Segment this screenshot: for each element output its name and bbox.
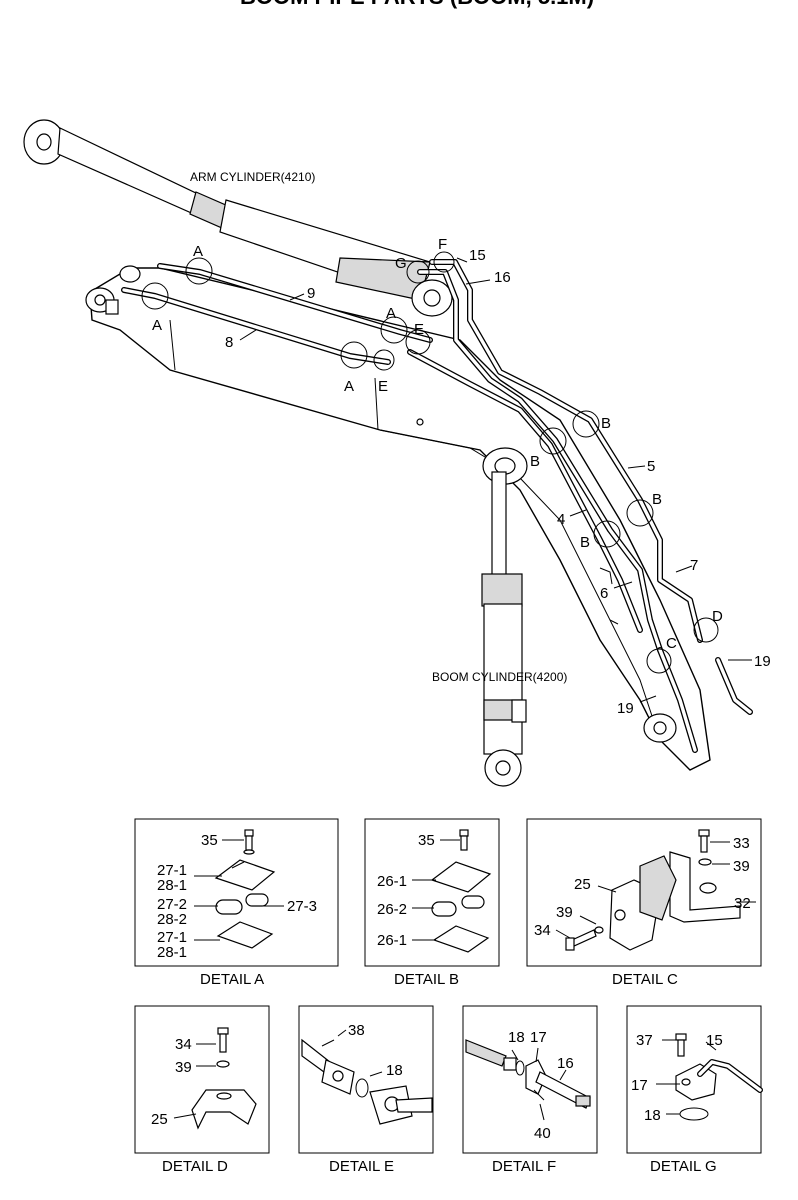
detail-d-label-39: 39 (175, 1059, 192, 1076)
callout-f: F (438, 236, 447, 253)
detail-a-label-27-1-top: 27-1 (157, 862, 187, 879)
part-number-5: 5 (647, 458, 655, 475)
detail-f-caption: DETAIL F (492, 1158, 556, 1175)
detail-b-label-26-1-bottom: 26-1 (377, 932, 407, 949)
detail-b-label-35: 35 (418, 832, 435, 849)
leader-lines (239, 257, 752, 703)
detail-c-label-25: 25 (574, 876, 591, 893)
detail-f-label-40: 40 (534, 1125, 551, 1142)
detail-d-caption: DETAIL D (162, 1158, 228, 1175)
detail-d-label-34: 34 (175, 1036, 192, 1053)
detail-c (526, 818, 762, 967)
detail-g-label-15: 15 (706, 1032, 723, 1049)
detail-c-caption: DETAIL C (612, 971, 678, 988)
detail-f-label-17: 17 (530, 1029, 547, 1046)
detail-f (462, 1005, 598, 1154)
part-number-15: 15 (469, 247, 486, 264)
detail-f-label-18: 18 (508, 1029, 525, 1046)
part-number-7: 7 (690, 557, 698, 574)
detail-a-label-27-2: 27-2 (157, 896, 187, 913)
callout-d: D (712, 608, 723, 625)
detail-a-caption: DETAIL A (200, 971, 264, 988)
detail-c-label-39-top: 39 (733, 858, 750, 875)
part-number-19-right: 19 (754, 653, 771, 670)
detail-g-label-37: 37 (636, 1032, 653, 1049)
detail-g (626, 1005, 763, 1154)
boom-cylinder (481, 471, 527, 787)
detail-c-label-34: 34 (534, 922, 551, 939)
detail-a-label-28-2: 28-2 (157, 911, 187, 928)
detail-a (134, 818, 339, 967)
callout-b-1: B (530, 453, 540, 470)
part-number-6: 6 (600, 585, 608, 602)
callout-c: C (666, 635, 677, 652)
detail-a-label-27-1-bottom: 27-1 (157, 929, 187, 946)
detail-a-label-27-3: 27-3 (287, 898, 317, 915)
callout-circles (141, 251, 719, 674)
callout-a-2: A (152, 317, 162, 334)
detail-c-label-32: 32 (734, 895, 751, 912)
detail-b-label-26-2: 26-2 (377, 901, 407, 918)
detail-b (364, 818, 500, 967)
part-number-19-left: 19 (617, 700, 634, 717)
detail-g-label-17: 17 (631, 1077, 648, 1094)
detail-d (134, 1005, 270, 1154)
callout-b-3: B (652, 491, 662, 508)
arm-cylinder-label: ARM CYLINDER(4210) (190, 170, 315, 184)
boom-cylinder-label: BOOM CYLINDER(4200) (432, 670, 567, 684)
callout-e-2: E (378, 378, 388, 395)
arm-cylinder (23, 119, 453, 317)
detail-a-label-35: 35 (201, 832, 218, 849)
callout-a-1: A (193, 243, 203, 260)
detail-f-label-16: 16 (557, 1055, 574, 1072)
boom-structure (85, 265, 711, 771)
detail-b-label-26-1-top: 26-1 (377, 873, 407, 890)
detail-c-label-39-bottom: 39 (556, 904, 573, 921)
detail-b-caption: DETAIL B (394, 971, 459, 988)
detail-c-label-33: 33 (733, 835, 750, 852)
part-number-4: 4 (557, 511, 565, 528)
detail-a-label-28-1-bottom: 28-1 (157, 944, 187, 961)
part-number-16: 16 (494, 269, 511, 286)
callout-b-2: B (601, 415, 611, 432)
callout-b-4: B (580, 534, 590, 551)
callout-e-1: E (414, 321, 424, 338)
page-title-fragment: BOOM PIPE PARTS (BOOM, 5.1M) (240, 0, 594, 9)
detail-g-label-18: 18 (644, 1107, 661, 1124)
hydraulic-pipes (121, 259, 753, 753)
detail-e-label-18: 18 (386, 1062, 403, 1079)
detail-e (298, 1005, 434, 1154)
detail-a-label-28-1-top: 28-1 (157, 877, 187, 894)
detail-e-caption: DETAIL E (329, 1158, 394, 1175)
callout-a-3: A (386, 305, 396, 322)
detail-e-label-38: 38 (348, 1022, 365, 1039)
part-number-9: 9 (307, 285, 315, 302)
detail-g-caption: DETAIL G (650, 1158, 717, 1175)
callout-a-4: A (344, 378, 354, 395)
detail-d-label-25: 25 (151, 1111, 168, 1128)
callout-g: G (395, 255, 407, 272)
part-number-8: 8 (225, 334, 233, 351)
